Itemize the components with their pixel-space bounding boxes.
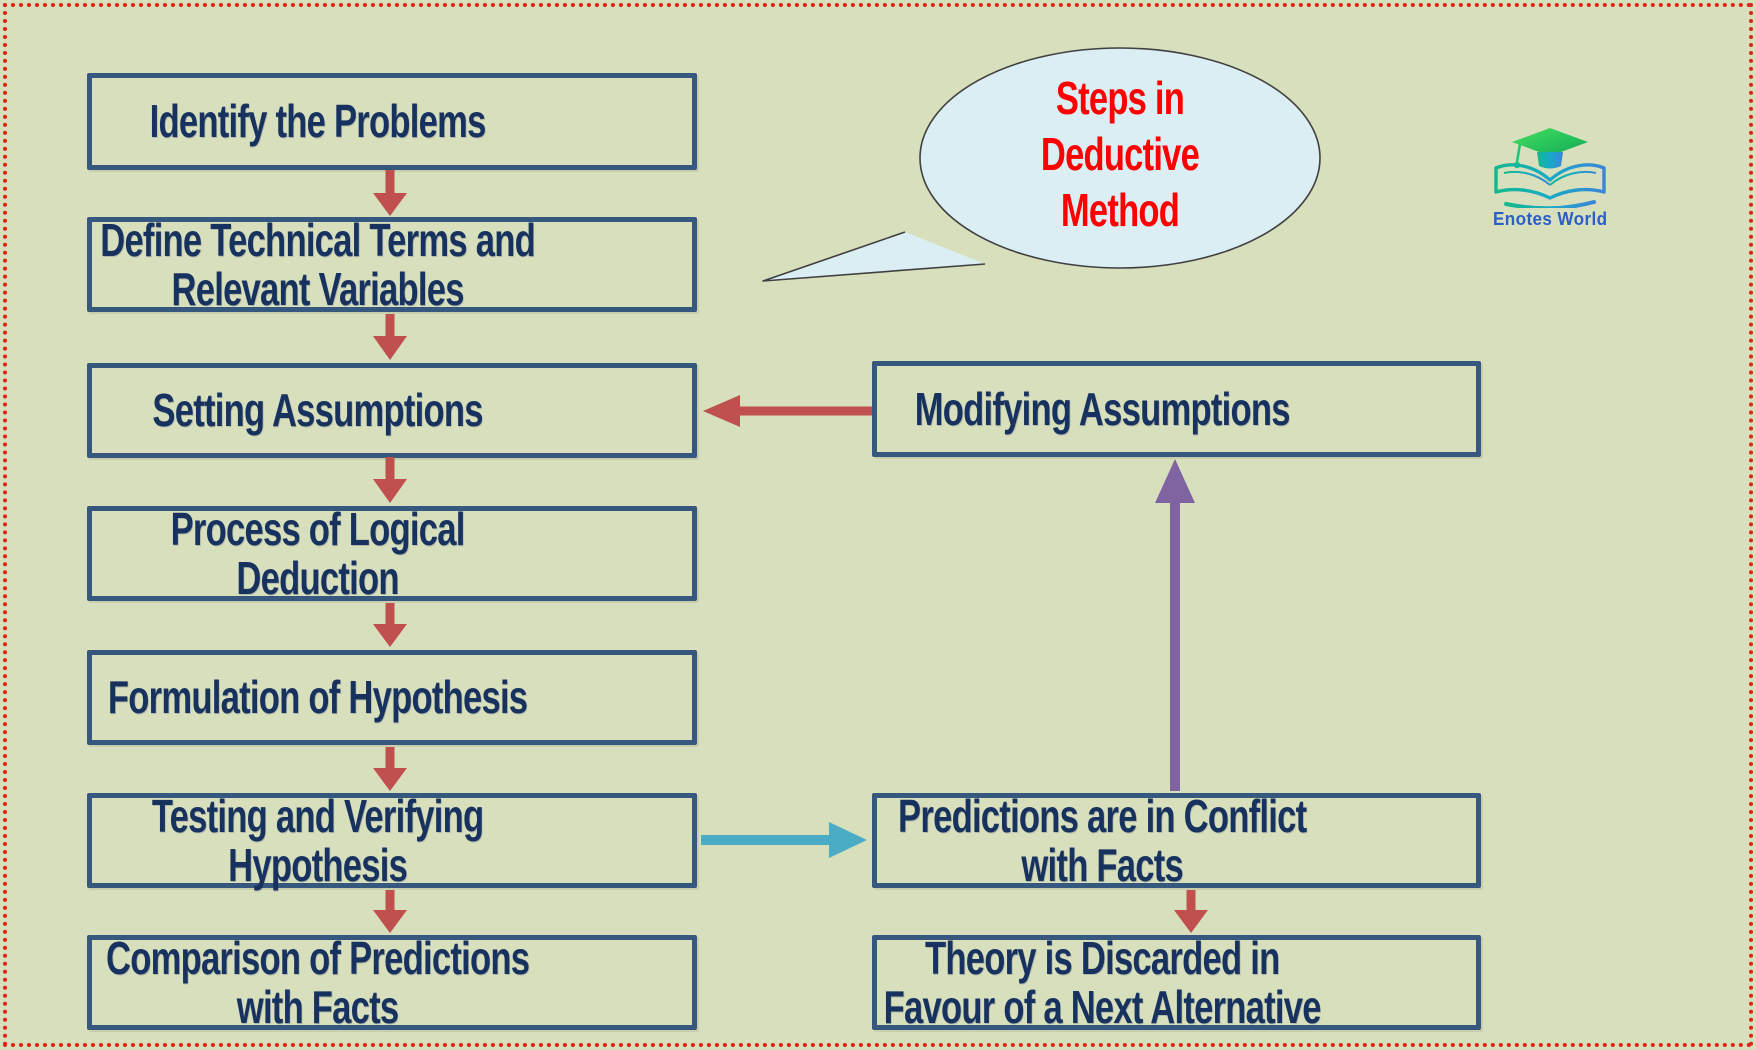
arrow-down-5-icon xyxy=(373,747,407,791)
arrow-down-2-icon xyxy=(373,314,407,360)
arrow-right-testing-to-predictions-icon xyxy=(701,822,867,858)
flow-box-label: Define Technical Terms and Relevant Vari… xyxy=(100,213,536,315)
flow-box-label: Process of Logical Deduction xyxy=(170,502,466,604)
arrow-down-1-icon xyxy=(373,170,407,216)
flow-box-define-terms: Define Technical Terms and Relevant Vari… xyxy=(87,213,697,315)
flow-box-theory-discarded: Theory is Discarded in Favour of a Next … xyxy=(872,931,1481,1033)
red-down-arrows xyxy=(373,170,1208,933)
arrow-down-6-icon xyxy=(373,890,407,933)
flow-box-label: Modifying Assumptions xyxy=(914,382,1291,435)
arrow-down-theory-icon xyxy=(1174,890,1208,933)
flow-box-logical-deduction: Process of Logical Deduction xyxy=(87,502,697,604)
flow-box-label: Identify the Problems xyxy=(149,95,487,147)
flow-box-setting-assumptions: Setting Assumptions xyxy=(87,363,697,458)
flow-box-label: Testing and Verifying Hypothesis xyxy=(151,789,484,891)
arrow-down-4-icon xyxy=(373,603,407,647)
flow-box-modifying-assumptions: Modifying Assumptions xyxy=(872,361,1481,457)
speech-bubble-tail xyxy=(762,231,986,282)
flow-box-label: Predictions are in Conflict with Facts xyxy=(898,789,1307,891)
flow-box-comparison-predictions: Comparison of Predictions with Facts xyxy=(87,931,697,1033)
flow-box-label: Comparison of Predictions with Facts xyxy=(105,931,530,1033)
flow-box-label: Theory is Discarded in Favour of a Next … xyxy=(883,931,1322,1033)
arrow-down-3-icon xyxy=(373,457,407,503)
enotes-world-logo: Enotes World xyxy=(1478,122,1622,234)
bubble-title: Steps in Deductive Method xyxy=(1040,72,1200,236)
arrow-up-predictions-to-modifying-icon xyxy=(1155,459,1195,791)
graduation-cap-open-book-icon xyxy=(1494,128,1606,208)
flow-box-testing-hypothesis: Testing and Verifying Hypothesis xyxy=(87,789,697,891)
flow-box-predictions-conflict: Predictions are in Conflict with Facts xyxy=(872,789,1481,891)
flow-box-formulation-hypothesis: Formulation of Hypothesis xyxy=(87,650,697,745)
flow-box-label: Formulation of Hypothesis xyxy=(107,671,528,723)
speech-bubble-ellipse xyxy=(919,47,1321,269)
logo-wordmark: Enotes World xyxy=(1492,209,1608,229)
flow-box-identify-problems: Identify the Problems xyxy=(87,73,697,170)
arrow-left-modify-to-setting-icon xyxy=(703,395,872,427)
flow-box-label: Setting Assumptions xyxy=(152,384,483,436)
